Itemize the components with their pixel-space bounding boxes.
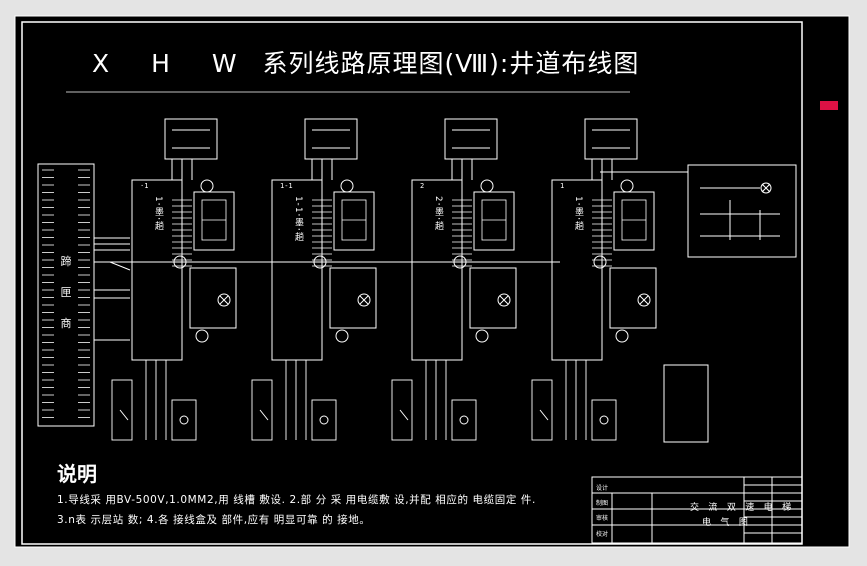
terminal-circle xyxy=(599,415,609,425)
terminal-circle xyxy=(340,179,354,193)
notes-section: 说明 1.导线采 用BV-500V,1.0MM2,用 线槽 敷设. 2.部 分 … xyxy=(57,458,617,527)
lamp-icon xyxy=(639,295,649,305)
floor-unit: 1·墨·趟 1 xyxy=(531,118,657,441)
title-block-row-4: 设计 xyxy=(596,484,608,492)
floor-indicator xyxy=(473,191,515,251)
lamp-icon xyxy=(497,293,511,307)
notes-line-2: 3.n表 示层站 数; 4.各 接线盒及 部件,应有 明显可靠 的 接地。 xyxy=(57,514,371,526)
landing-door-switch xyxy=(111,379,133,441)
junction-box xyxy=(411,179,463,361)
title-block-row-3: 校对 xyxy=(596,530,608,538)
floor-unit: 1·墨·趟 ·1 xyxy=(111,118,237,441)
floor-label: 2·墨·趟 xyxy=(433,196,444,231)
bus-terminal-circle xyxy=(453,255,467,269)
terminal-circle xyxy=(475,329,489,343)
lamp-box xyxy=(329,267,377,329)
bus-terminal-circle xyxy=(173,255,187,269)
lamp-box xyxy=(189,267,237,329)
call-button-box xyxy=(444,118,498,160)
title-main: 系列线路原理图(Ⅷ):井道布线图 xyxy=(262,49,640,78)
controller-cabinet xyxy=(37,163,95,427)
switch-contact xyxy=(259,409,269,421)
box-label: 2 xyxy=(420,182,424,190)
landing-door-switch xyxy=(391,379,413,441)
lamp-icon xyxy=(357,293,371,307)
landing-door-switch xyxy=(531,379,553,441)
cabinet-label-mid: 匣 xyxy=(61,286,72,299)
landing-switch-box xyxy=(311,399,337,441)
notes-heading: 说明 xyxy=(57,462,97,486)
floor-indicator xyxy=(333,191,375,251)
title-prefix: X H W xyxy=(92,49,254,78)
drawing-title: X H W 系列线路原理图(Ⅷ):井道布线图 xyxy=(92,44,792,84)
lamp-icon xyxy=(499,295,509,305)
call-button-box xyxy=(164,118,218,160)
floor-label: 1·墨·趟 xyxy=(573,196,584,231)
sheet-frame xyxy=(14,15,850,548)
bus-terminal-circle xyxy=(313,255,327,269)
pit-box xyxy=(663,364,709,443)
terminal-circle xyxy=(480,179,494,193)
lamp-box xyxy=(469,267,517,329)
floor-indicator xyxy=(193,191,235,251)
lamp-icon xyxy=(219,295,229,305)
floor-unit: 2·墨·趟 2 xyxy=(391,118,517,441)
red-marker-icon xyxy=(820,101,838,110)
terminal-circle xyxy=(459,415,469,425)
switch-contact xyxy=(539,409,549,421)
lamp-icon xyxy=(637,293,651,307)
title-block-row-1: 制图 xyxy=(596,499,608,507)
lamp-box xyxy=(609,267,657,329)
landing-switch-box xyxy=(451,399,477,441)
door-lock-circuit xyxy=(600,164,797,258)
box-label: ·1 xyxy=(140,182,148,190)
notes-line-1: 1.导线采 用BV-500V,1.0MM2,用 线槽 敷设. 2.部 分 采 用… xyxy=(57,494,536,506)
terminal-circle xyxy=(319,415,329,425)
terminal-circle xyxy=(200,179,214,193)
box-label: 1 xyxy=(560,182,564,190)
lamp-icon xyxy=(217,293,231,307)
title-block-row-2: 审核 xyxy=(596,514,608,522)
junction-box xyxy=(131,179,183,361)
title-block-drawing: 电 气 图 xyxy=(702,516,750,528)
terminal-circle xyxy=(335,329,349,343)
inner-frame xyxy=(21,21,803,545)
box-label: 1-1 xyxy=(280,182,293,190)
junction-box xyxy=(551,179,603,361)
landing-door-switch xyxy=(251,379,273,441)
lamp-icon xyxy=(359,295,369,305)
terminal-circle xyxy=(195,329,209,343)
call-button-box xyxy=(304,118,358,160)
bus-terminal-circle xyxy=(593,255,607,269)
switch-contact xyxy=(399,409,409,421)
floor-label: 1·墨·趟 xyxy=(153,196,164,231)
floor-unit: 1-1·墨·趟1-1 xyxy=(251,118,377,441)
landing-switch-box xyxy=(171,399,197,441)
call-button-box xyxy=(584,118,638,160)
junction-box xyxy=(271,179,323,361)
title-block xyxy=(591,476,803,544)
main-bus xyxy=(94,237,560,341)
terminal-circle xyxy=(615,329,629,343)
cabinet-label-top: 蹄 xyxy=(61,254,72,268)
cabinet-label-bot: 商 xyxy=(61,316,72,330)
floor-indicator xyxy=(613,191,655,251)
terminal-circle xyxy=(620,179,634,193)
switch-contact xyxy=(119,409,129,421)
floor-label: 1-1·墨·趟 xyxy=(293,196,304,242)
landing-switch-box xyxy=(591,399,617,441)
terminal-circle xyxy=(179,415,189,425)
title-block-project: 交 流 双 速 电 梯 xyxy=(690,501,793,513)
